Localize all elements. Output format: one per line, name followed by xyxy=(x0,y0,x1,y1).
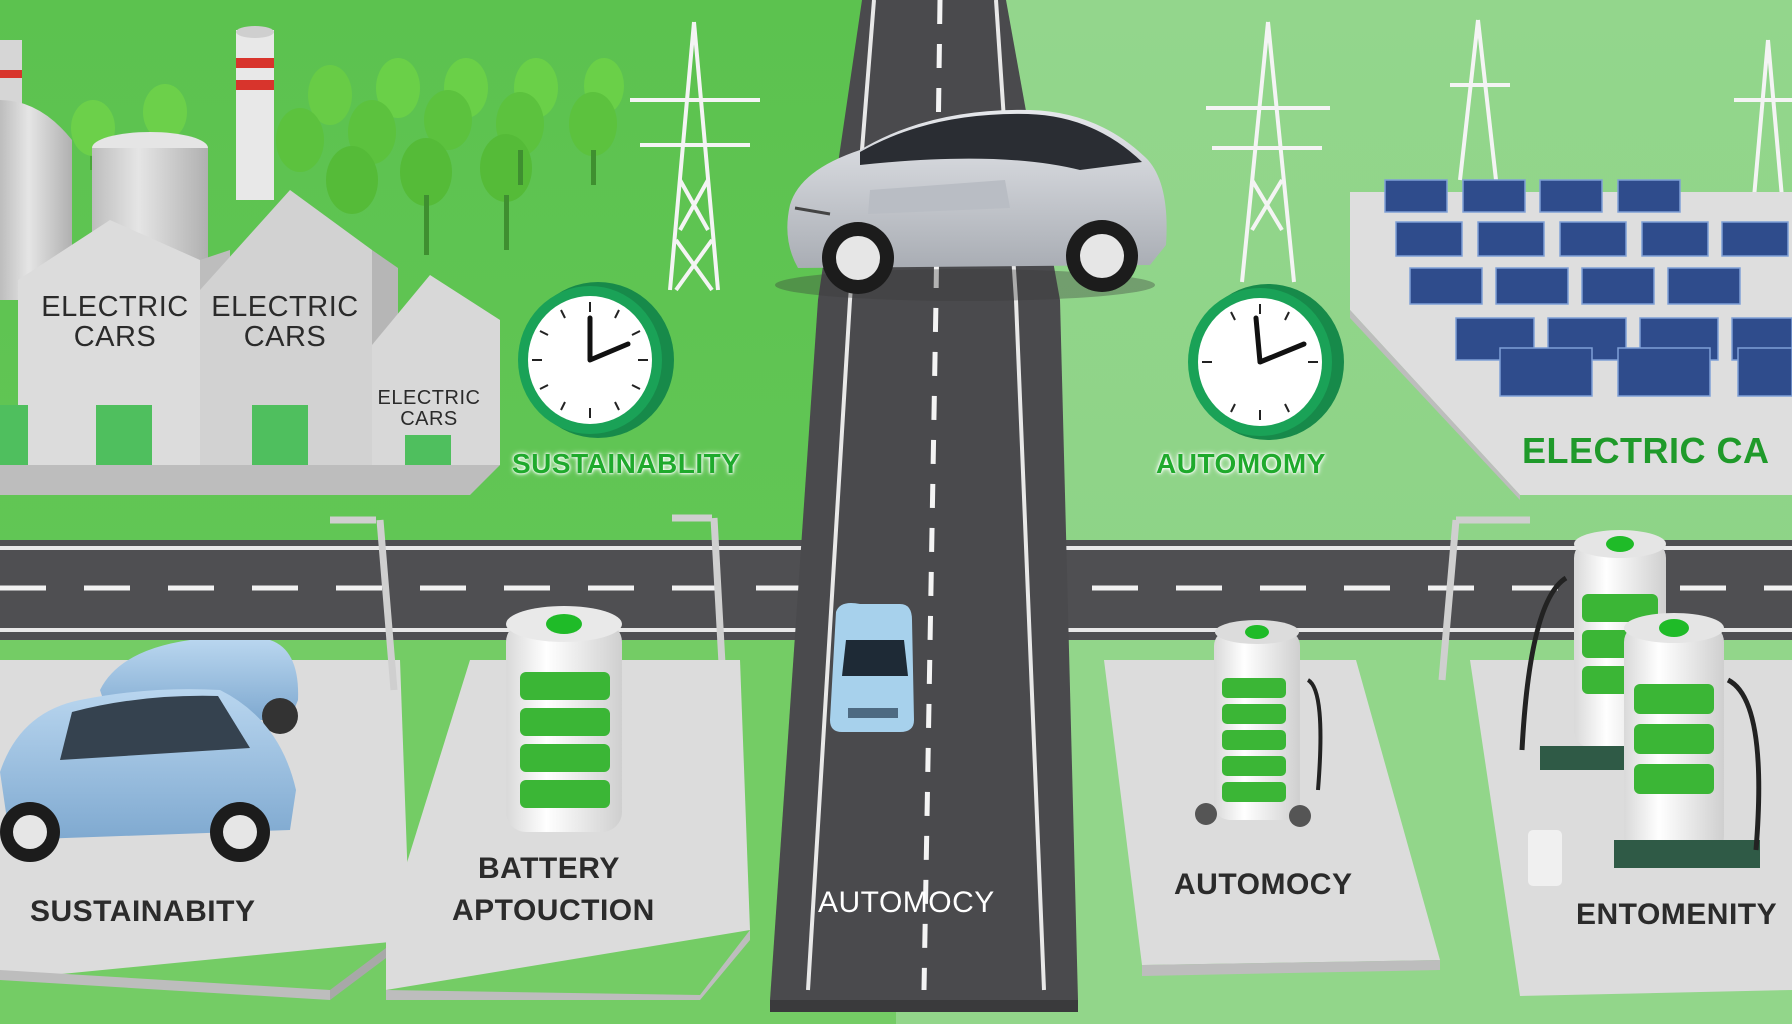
silver-car xyxy=(775,109,1167,301)
label-automocy-right: AUTOMOCY xyxy=(1174,868,1353,901)
clock-right xyxy=(1188,284,1344,440)
label-battery-line1: BATTERY xyxy=(478,852,620,885)
tree-grove xyxy=(71,58,624,255)
factory-sign-3: ELECTRIC CARS xyxy=(377,387,481,430)
label-sustainability-top: SUSTAINABLITY xyxy=(512,448,741,479)
label-electric-cars-solar: ELECTRIC CA xyxy=(1522,430,1770,471)
solar-farm xyxy=(1350,179,1792,500)
factory-sign-1: ELECTRIC CARS xyxy=(41,291,189,354)
label-battery-line2: APTOUCTION xyxy=(452,894,655,927)
power-tower-4 xyxy=(1734,39,1792,221)
power-tower-2 xyxy=(1206,21,1330,283)
clock-left xyxy=(518,282,674,438)
street-lamps xyxy=(330,514,1530,701)
label-sustainability-bottom: SUSTAINABITY xyxy=(30,895,256,928)
small-blue-car xyxy=(830,603,914,732)
battery-big xyxy=(506,606,622,832)
power-tower-3 xyxy=(1450,19,1510,181)
label-entomenity: ENTOMENITY xyxy=(1576,898,1778,931)
factory xyxy=(0,100,500,495)
pump-front xyxy=(1528,613,1762,886)
power-tower-1 xyxy=(630,21,760,292)
charger-station xyxy=(1195,620,1323,827)
label-automomy-top: AUTOMOMY xyxy=(1156,448,1326,479)
blue-car-front xyxy=(0,689,296,862)
factory-sign-2: ELECTRIC CARS xyxy=(211,291,359,354)
chimney xyxy=(0,26,274,200)
label-road-automocy: AUTOMOCY xyxy=(818,886,995,919)
